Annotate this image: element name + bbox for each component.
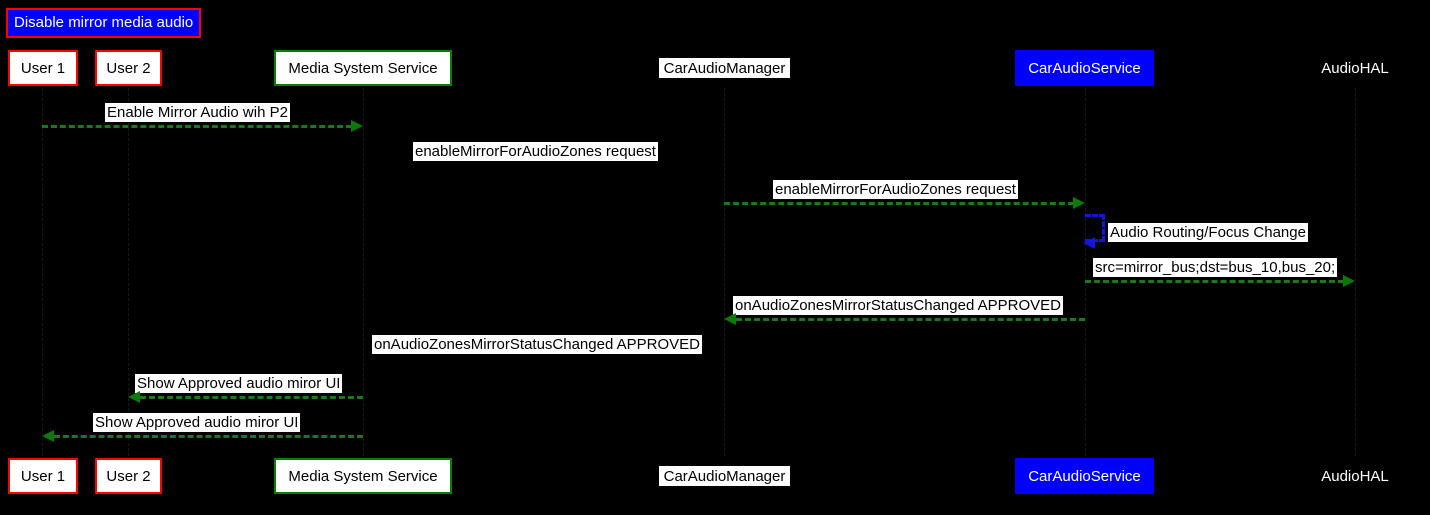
message-line-9 bbox=[54, 435, 363, 438]
message-label-show-approved-audio-miror-ui-2: Show Approved audio miror UI bbox=[93, 413, 301, 433]
arrow-head-right-icon-5 bbox=[1343, 275, 1355, 287]
lifeline-user1 bbox=[42, 88, 43, 456]
lifeline-media-system-service bbox=[363, 88, 364, 456]
message-label-onaudiozonesmirrorstatuschanged-approved-1: onAudioZonesMirrorStatusChanged APPROVED bbox=[733, 296, 1064, 316]
participant-user1-footer[interactable]: User 1 bbox=[8, 458, 78, 494]
arrow-head-left-icon-4 bbox=[1083, 237, 1095, 249]
participant-label: User 1 bbox=[20, 59, 66, 77]
participant-media-system-service-footer[interactable]: Media System Service bbox=[274, 458, 452, 494]
participant-audiohal-header[interactable]: AudioHAL bbox=[1310, 58, 1400, 78]
arrow-head-left-icon-6 bbox=[724, 313, 736, 325]
self-message-loop-caraudioservice bbox=[1085, 214, 1105, 242]
participant-label: CarAudioService bbox=[1028, 467, 1141, 485]
participant-label: User 1 bbox=[20, 467, 66, 485]
lifeline-caraudiomanager bbox=[724, 88, 725, 456]
participant-caraudioservice-footer[interactable]: CarAudioService bbox=[1015, 458, 1154, 494]
message-label-enablemirrorforaudiozones-request-1: enableMirrorForAudioZones request bbox=[413, 142, 658, 162]
participant-label: Media System Service bbox=[288, 467, 438, 485]
participant-label: CarAudioService bbox=[1028, 59, 1141, 77]
arrow-head-right-icon-1 bbox=[351, 120, 363, 132]
message-label-src-dst-bus: src=mirror_bus;dst=bus_10,bus_20; bbox=[1093, 258, 1338, 278]
message-label-enable-mirror-audio: Enable Mirror Audio wih P2 bbox=[105, 103, 290, 123]
message-line-3 bbox=[724, 202, 1074, 205]
participant-label: Media System Service bbox=[288, 59, 438, 77]
participant-user2-footer[interactable]: User 2 bbox=[95, 458, 162, 494]
participant-audiohal-footer[interactable]: AudioHAL bbox=[1310, 466, 1400, 486]
message-label-onaudiozonesmirrorstatuschanged-approved-2: onAudioZonesMirrorStatusChanged APPROVED bbox=[372, 335, 703, 355]
arrow-head-left-icon-9 bbox=[42, 430, 54, 442]
participant-media-system-service-header[interactable]: Media System Service bbox=[274, 50, 452, 86]
participant-user1-header[interactable]: User 1 bbox=[8, 50, 78, 86]
lifeline-audiohal bbox=[1355, 88, 1356, 456]
participant-caraudiomanager-header[interactable]: CarAudioManager bbox=[659, 58, 790, 78]
participant-caraudioservice-header[interactable]: CarAudioService bbox=[1015, 50, 1154, 86]
message-line-6 bbox=[736, 318, 1085, 321]
message-label-show-approved-audio-miror-ui-1: Show Approved audio miror UI bbox=[135, 374, 343, 394]
message-label-enablemirrorforaudiozones-request-2: enableMirrorForAudioZones request bbox=[773, 180, 1018, 200]
message-label-audio-routing-focus-change: Audio Routing/Focus Change bbox=[1108, 223, 1308, 243]
participant-label: CarAudioManager bbox=[663, 467, 786, 485]
participant-caraudiomanager-footer[interactable]: CarAudioManager bbox=[659, 466, 790, 486]
lifeline-caraudioservice bbox=[1085, 88, 1086, 456]
message-line-1 bbox=[42, 125, 352, 128]
diagram-title: Disable mirror media audio bbox=[6, 8, 202, 38]
participant-label: AudioHAL bbox=[1321, 59, 1389, 77]
participant-label: User 2 bbox=[106, 59, 151, 77]
arrow-head-right-icon-3 bbox=[1073, 197, 1085, 209]
participant-user2-header[interactable]: User 2 bbox=[95, 50, 162, 86]
participant-label: User 2 bbox=[106, 467, 151, 485]
message-line-5 bbox=[1085, 280, 1344, 283]
message-line-8 bbox=[140, 396, 363, 399]
lifeline-user2 bbox=[128, 88, 129, 456]
participant-label: AudioHAL bbox=[1321, 467, 1389, 485]
participant-label: CarAudioManager bbox=[663, 59, 786, 77]
arrow-head-left-icon-8 bbox=[128, 391, 140, 403]
